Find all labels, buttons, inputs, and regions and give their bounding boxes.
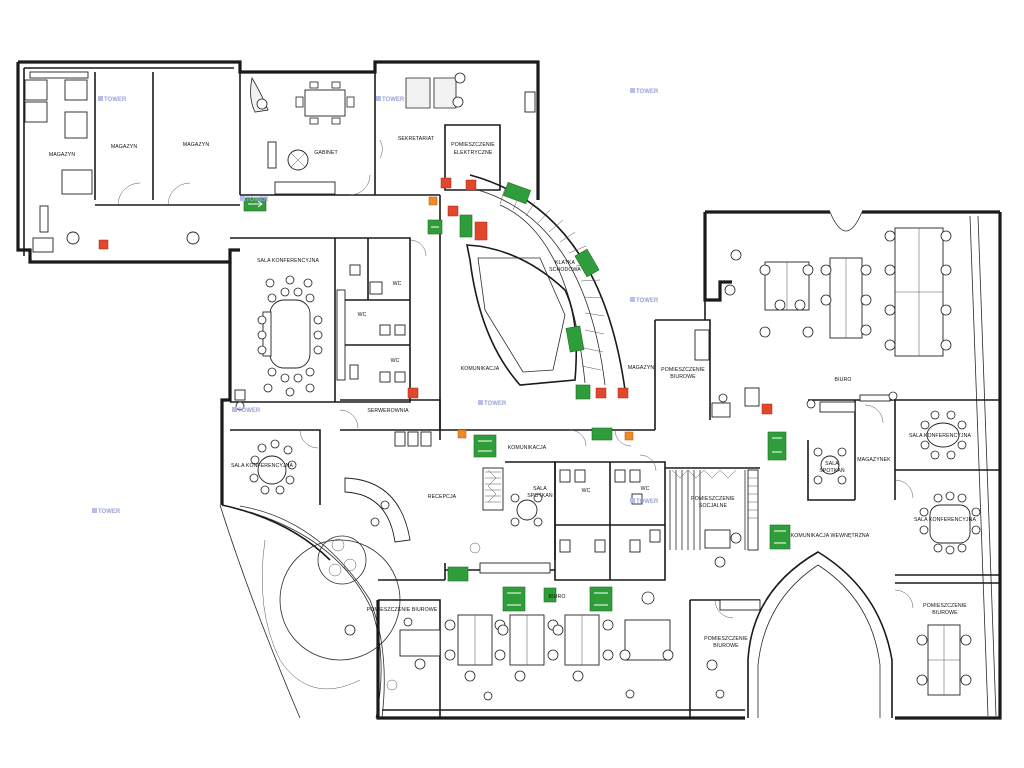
tower-logo-icon: TOWER — [232, 407, 261, 414]
room-label: WC — [391, 358, 400, 364]
room-label: WC — [641, 486, 650, 492]
room-label: POMIESZCZENIE — [923, 603, 967, 609]
fire-extinguisher-icon — [407, 387, 419, 399]
desks-bottom — [444, 591, 674, 701]
emergency-exit-sign-icon — [427, 219, 443, 235]
room-label: BIURO — [835, 377, 852, 383]
room-label: KOMUNIKACJA — [461, 366, 500, 372]
room-label: SEKRETARIAT — [398, 136, 435, 142]
fire-hydrant-icon — [428, 196, 438, 206]
fire-extinguisher-icon — [447, 205, 459, 217]
tower-logo-icon: TOWER — [376, 96, 405, 103]
emergency-exit-sign-icon — [769, 524, 791, 550]
room-label: SCHODOWA — [549, 267, 581, 273]
room-label: BIUROWE — [932, 610, 958, 616]
tower-logo-icon: TOWER — [630, 297, 659, 304]
room-label: KLATKA — [555, 260, 576, 266]
room-label: POMIESZCZENIE — [451, 142, 495, 148]
room-label: SALA — [533, 486, 547, 492]
room-label: SALA KONFERENCYJNA — [909, 433, 971, 439]
emergency-exit-sign-icon — [459, 214, 473, 238]
interior-walls — [94, 72, 1000, 718]
furniture — [24, 71, 981, 701]
svg-text:TOWER: TOWER — [238, 408, 261, 414]
room-label: SALA KONFERENCYJNA — [257, 258, 319, 264]
emergency-exit-sign-icon — [575, 384, 591, 400]
room-label: BIUROWE — [713, 643, 739, 649]
outer-walls — [16, 60, 1002, 720]
room-label: GABINET — [314, 150, 338, 156]
tower-logo-icon: TOWER — [630, 498, 659, 505]
fire-extinguisher-icon — [617, 387, 629, 399]
desks-right — [724, 227, 952, 357]
fire-hydrant-icon — [624, 431, 634, 441]
room-label: POMIESZCZENIE — [691, 496, 735, 502]
svg-text:TOWER: TOWER — [382, 97, 405, 103]
emergency-exit-sign-icon — [591, 427, 613, 441]
svg-text:TOWER: TOWER — [636, 89, 659, 95]
room-label: SPOTKAŃ — [527, 492, 553, 499]
room-label: BIUROWE — [670, 374, 696, 380]
emergency-exit-sign-icon — [502, 181, 532, 205]
room-label: ELEKTRYCZNE — [454, 150, 493, 156]
emergency-exit-sign-icon — [473, 434, 497, 458]
svg-text:TOWER: TOWER — [636, 298, 659, 304]
room-label: MAGAZYNEK — [857, 457, 891, 463]
fire-extinguisher-icon — [440, 177, 452, 189]
room-label: MAGAZYN — [49, 152, 76, 158]
fire-equipment — [98, 177, 773, 441]
tower-logo-icon: TOWER — [98, 96, 127, 103]
room-label: SPOTKAŃ — [819, 467, 845, 474]
room-label: POMIESZCZENIE — [661, 367, 705, 373]
emergency-exit-sign-icon — [589, 586, 613, 612]
room-label: BIURO — [549, 594, 566, 600]
emergency-exit-sign-icon — [574, 248, 600, 278]
room-label: MAGAZYN — [111, 144, 138, 150]
tower-logo-icon: TOWER — [240, 196, 269, 203]
room-label: SALA — [825, 461, 839, 467]
svg-text:TOWER: TOWER — [636, 499, 659, 505]
tower-logo-icon: TOWER — [92, 508, 121, 515]
room-label: KOMUNIKACJA WEWNĘTRZNA — [791, 533, 870, 539]
emergency-exit-sign-icon — [243, 197, 267, 212]
room-label: MAGAZYN — [628, 365, 655, 371]
emergency-exit-sign-icon — [767, 431, 787, 461]
emergency-exit-sign-icon — [447, 566, 469, 582]
room-label: WC — [393, 281, 402, 287]
room-label: WC — [582, 488, 591, 494]
tower-logo-icon: TOWER — [478, 400, 507, 407]
room-label: SERWEROWNIA — [367, 408, 409, 414]
emergency-exit-sign-icon — [543, 587, 557, 603]
fire-extinguisher-icon — [761, 403, 773, 415]
room-label: RECEPCJA — [428, 494, 457, 500]
fire-hydrant-icon — [457, 429, 467, 439]
room-label: POMIESZCZENIE — [704, 636, 748, 642]
room-label: MAGAZYN — [183, 142, 210, 148]
svg-text:TOWER: TOWER — [104, 97, 127, 103]
fire-extinguisher-icon — [98, 239, 109, 250]
room-label: POMIESZCZENIE BIUROWE — [367, 607, 438, 613]
plant-icon — [328, 538, 481, 691]
fire-extinguisher-icon — [595, 387, 607, 399]
room-label: SOCJALNE — [699, 503, 728, 509]
tower-logo-icon: TOWER — [630, 88, 659, 95]
room-label: WC — [358, 312, 367, 318]
emergency-exit-sign-icon — [565, 325, 585, 353]
emergency-exit-sign-icon — [502, 586, 526, 612]
emergency-exit-signs — [243, 181, 791, 612]
svg-text:TOWER: TOWER — [98, 509, 121, 515]
room-label: SALA KONFERENCYJNA — [914, 517, 976, 523]
svg-text:TOWER: TOWER — [246, 197, 269, 203]
room-labels: MAGAZYN MAGAZYN MAGAZYN GABINET SEKRETAR… — [49, 136, 977, 649]
room-label: KOMUNIKACJA — [508, 445, 547, 451]
doors — [117, 139, 914, 619]
svg-text:TOWER: TOWER — [484, 401, 507, 407]
watermarks: TOWER TOWER TOWER TOWER TOWER TOWER TOWE… — [92, 88, 659, 515]
chairs-top-conf — [257, 275, 323, 397]
room-label: SALA KONFERENCYJNA — [231, 463, 293, 469]
